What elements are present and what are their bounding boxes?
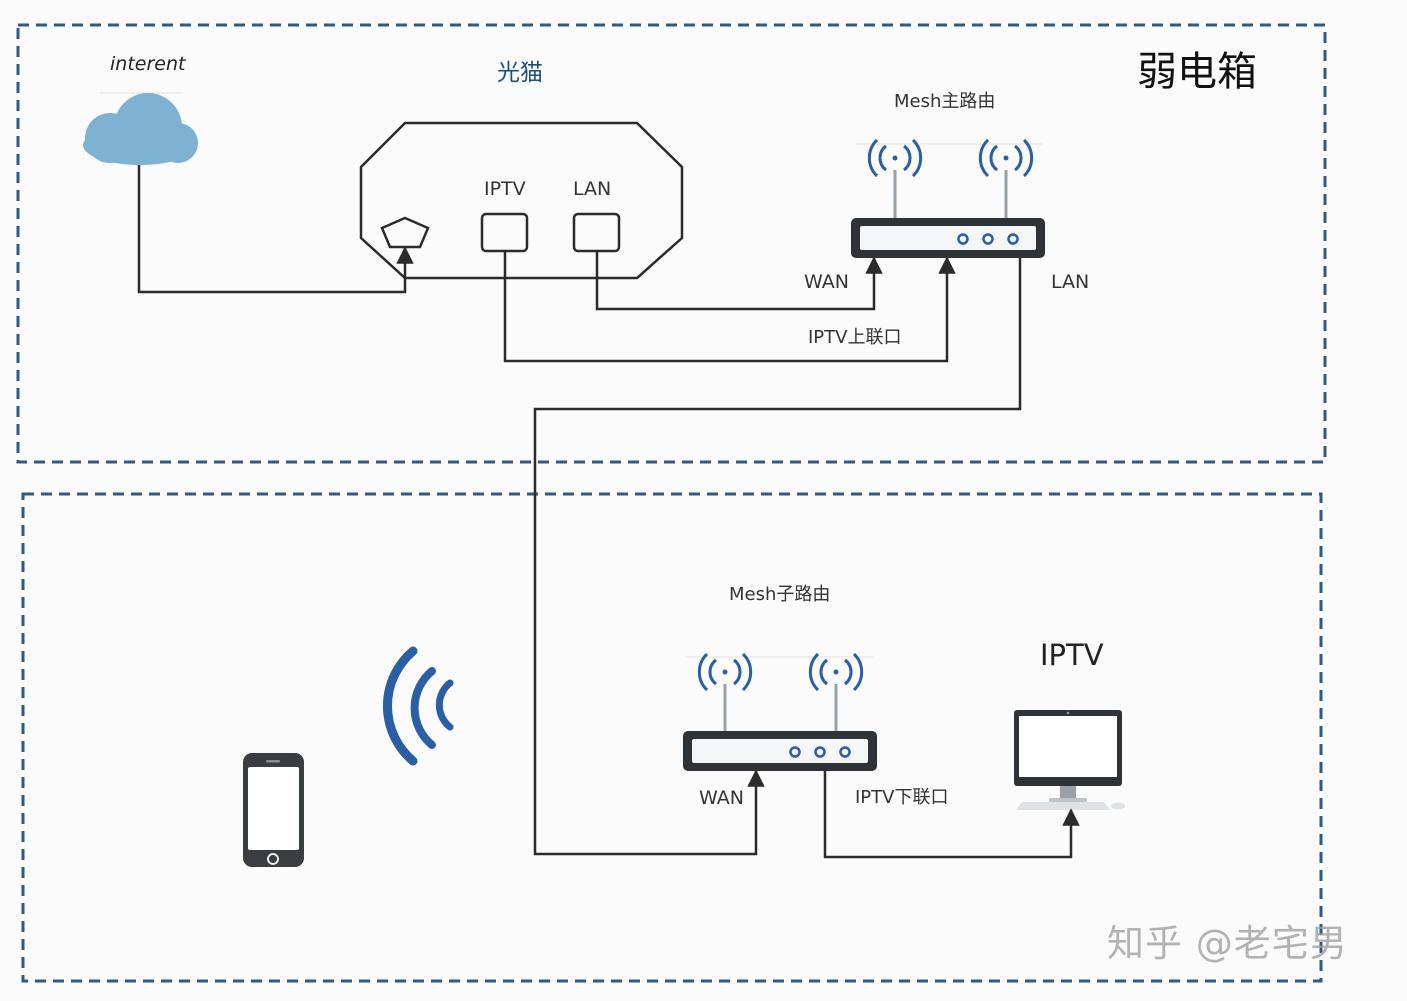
modem-label: 光猫 — [497, 60, 543, 86]
weak-current-box-label: 弱电箱 — [1137, 49, 1257, 95]
watermark: 知乎 @老宅男 — [1107, 922, 1348, 965]
sub-router-wan-label: WAN — [699, 787, 744, 809]
main-router-lan-label: LAN — [1051, 271, 1090, 293]
connections — [137, 165, 1080, 859]
main-router-wan-label: WAN — [804, 271, 849, 293]
wire-iptv-downlink-to-tv — [823, 771, 1080, 859]
zone-room — [21, 492, 1323, 983]
wire-modem-lan-to-wan — [595, 251, 883, 311]
router-icon — [851, 138, 1045, 258]
modem-iptv-port-label: IPTV — [484, 178, 526, 200]
modem-iptv-port — [480, 212, 529, 253]
cloud-icon — [83, 92, 198, 165]
modem-device — [359, 121, 684, 280]
phone-icon — [243, 753, 304, 867]
modem-lan-port — [572, 212, 621, 253]
zone-weak-current-box — [16, 23, 1327, 464]
monitor-icon — [1014, 710, 1125, 810]
iptv-tv-label: IPTV — [1040, 638, 1104, 672]
router-icon — [683, 652, 877, 771]
wifi-signal-icon — [382, 646, 454, 766]
sub-router-label: Mesh子路由 — [729, 584, 831, 605]
wire-internet-to-modem — [137, 165, 414, 294]
iptv-downlink-label: IPTV下联口 — [855, 787, 949, 808]
modem-fiber-port — [380, 216, 430, 249]
wire-main-lan-to-sub-wan — [533, 258, 1022, 856]
main-router-label: Mesh主路由 — [894, 91, 996, 112]
wire-modem-iptv-to-uplink — [503, 251, 956, 363]
iptv-uplink-label: IPTV上联口 — [808, 327, 902, 348]
modem-lan-port-label: LAN — [573, 178, 612, 200]
internet-label: interent — [110, 53, 186, 75]
